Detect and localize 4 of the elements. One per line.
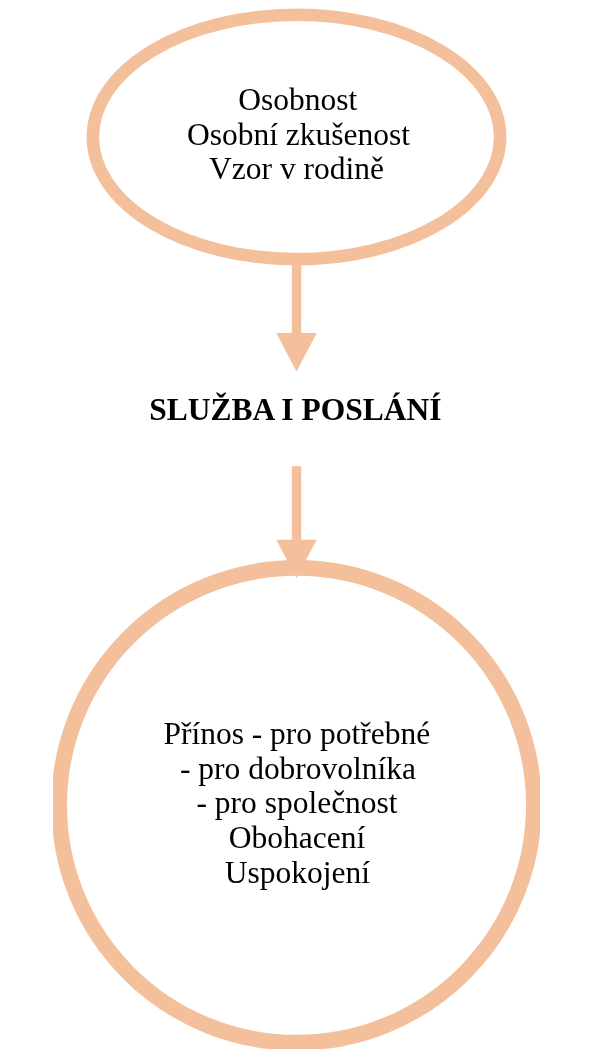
arrow [276, 466, 317, 579]
node-text: SLUŽBA I POSLÁNÍ [149, 392, 442, 428]
node-circle: Přínos - pro potřebné - pro dobrovolníka - pro společnost Obohacení Uspokojení [53, 560, 540, 1049]
node-ellipse: Osobnost Osobní zkušenost Vzor v rodině [86, 8, 507, 266]
